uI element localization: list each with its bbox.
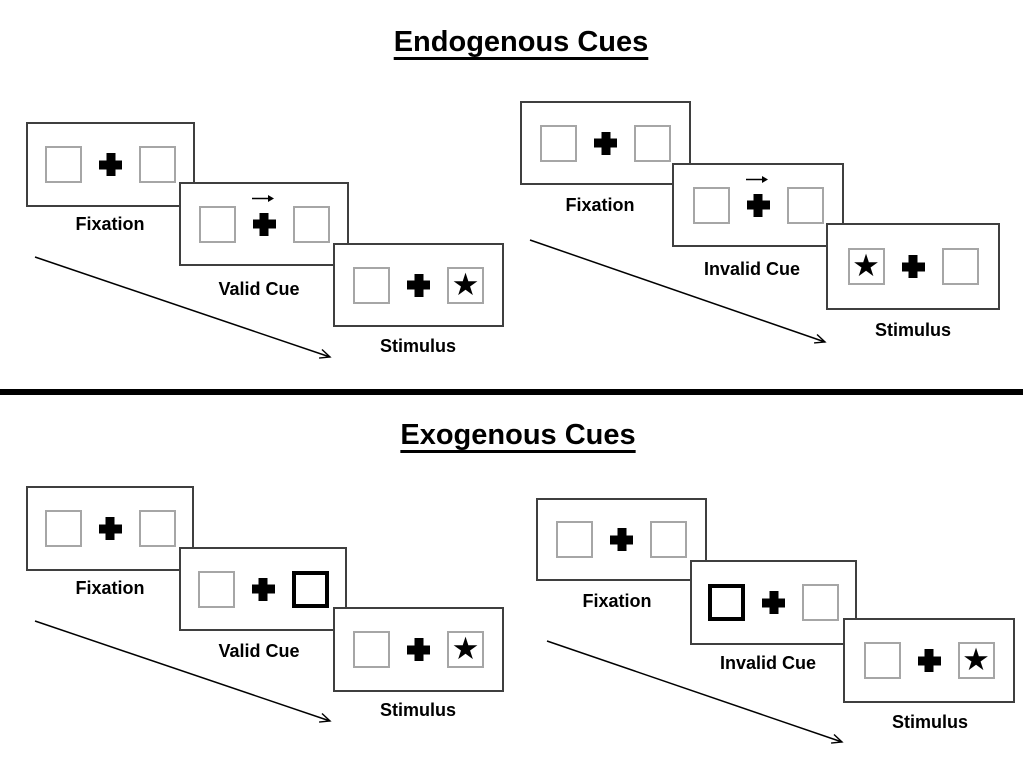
right-arrow-cue-icon xyxy=(746,175,768,183)
star-stimulus-icon: ★ xyxy=(962,642,990,677)
placeholder-box-left xyxy=(863,642,901,679)
fixation-cross-icon xyxy=(407,274,430,297)
star-stimulus-icon: ★ xyxy=(451,266,480,302)
placeholder-box-left xyxy=(197,570,235,608)
thick-cue-box-right xyxy=(291,570,329,608)
frame-panel-stimulus: ★ xyxy=(826,223,1000,310)
placeholder-box-right xyxy=(139,146,176,183)
frame-panel-fixation xyxy=(26,122,195,207)
star-stimulus-icon: ★ xyxy=(852,248,880,283)
fixation-cross-icon xyxy=(407,638,430,661)
placeholder-box-right xyxy=(650,521,687,558)
frame-label-fixation: Fixation xyxy=(75,214,145,234)
frame-panel-stimulus: ★ xyxy=(333,243,504,327)
frame-label-stimulus: Stimulus xyxy=(379,700,457,720)
section-title-endogenous: Endogenous Cues xyxy=(393,26,649,58)
frame-label-stimulus: Stimulus xyxy=(891,712,969,732)
fixation-cross-icon xyxy=(253,213,276,236)
frame-label-stimulus: Stimulus xyxy=(379,336,457,356)
stimulus-box-left: ★ xyxy=(847,248,885,285)
star-stimulus-icon: ★ xyxy=(451,631,480,666)
frame-panel-valid-cue xyxy=(179,182,349,266)
frame-panel-stimulus: ★ xyxy=(843,618,1015,703)
fixation-cross-icon xyxy=(252,578,275,601)
placeholder-box-right xyxy=(634,124,671,162)
frame-label-valid-cue: Valid Cue xyxy=(218,279,300,299)
frame-label-fixation: Fixation xyxy=(565,195,635,215)
placeholder-box-left xyxy=(44,510,82,547)
placeholder-box-left xyxy=(556,521,593,558)
fixation-cross-icon xyxy=(594,132,617,155)
fixation-cross-icon xyxy=(918,649,941,672)
fixation-cross-icon xyxy=(902,255,925,278)
placeholder-box-left xyxy=(353,266,390,304)
time-arrow-exogenous-valid xyxy=(34,620,332,723)
fixation-cross-icon xyxy=(747,194,770,217)
time-arrow-endogenous-invalid xyxy=(529,239,827,344)
placeholder-box-right xyxy=(941,248,979,285)
frame-panel-valid-cue xyxy=(179,547,347,631)
fixation-cross-icon xyxy=(99,517,122,540)
frame-panel-fixation xyxy=(520,101,691,185)
placeholder-box-right xyxy=(138,510,176,547)
frame-label-fixation: Fixation xyxy=(75,578,145,598)
placeholder-box-left xyxy=(353,631,390,668)
time-arrow-endogenous-valid xyxy=(34,256,332,359)
placeholder-box-right xyxy=(802,584,839,621)
placeholder-box-right xyxy=(786,186,824,224)
stimulus-box-right: ★ xyxy=(447,631,484,668)
frame-panel-invalid-cue xyxy=(690,560,857,645)
section-title-exogenous: Exogenous Cues xyxy=(400,419,636,451)
frame-panel-stimulus: ★ xyxy=(333,607,504,692)
frame-label-valid-cue: Valid Cue xyxy=(218,641,300,661)
placeholder-box-left xyxy=(45,146,82,183)
frame-panel-fixation xyxy=(26,486,194,571)
fixation-cross-icon xyxy=(762,591,785,614)
section-divider xyxy=(0,389,1023,395)
placeholder-box-left xyxy=(692,186,730,224)
right-arrow-cue-icon xyxy=(252,194,274,202)
stimulus-box-right: ★ xyxy=(957,642,995,679)
frame-label-invalid-cue: Invalid Cue xyxy=(719,653,817,673)
placeholder-box-right xyxy=(292,205,330,243)
frame-panel-invalid-cue xyxy=(672,163,844,247)
frame-label-invalid-cue: Invalid Cue xyxy=(703,259,801,279)
frame-label-fixation: Fixation xyxy=(582,591,652,611)
frame-label-stimulus: Stimulus xyxy=(874,320,952,340)
stimulus-box-right: ★ xyxy=(447,266,484,304)
placeholder-box-left xyxy=(540,124,577,162)
fixation-cross-icon xyxy=(99,153,122,176)
frame-panel-fixation xyxy=(536,498,707,581)
placeholder-box-left xyxy=(198,205,236,243)
fixation-cross-icon xyxy=(610,528,633,551)
thick-cue-box-left xyxy=(708,584,745,621)
